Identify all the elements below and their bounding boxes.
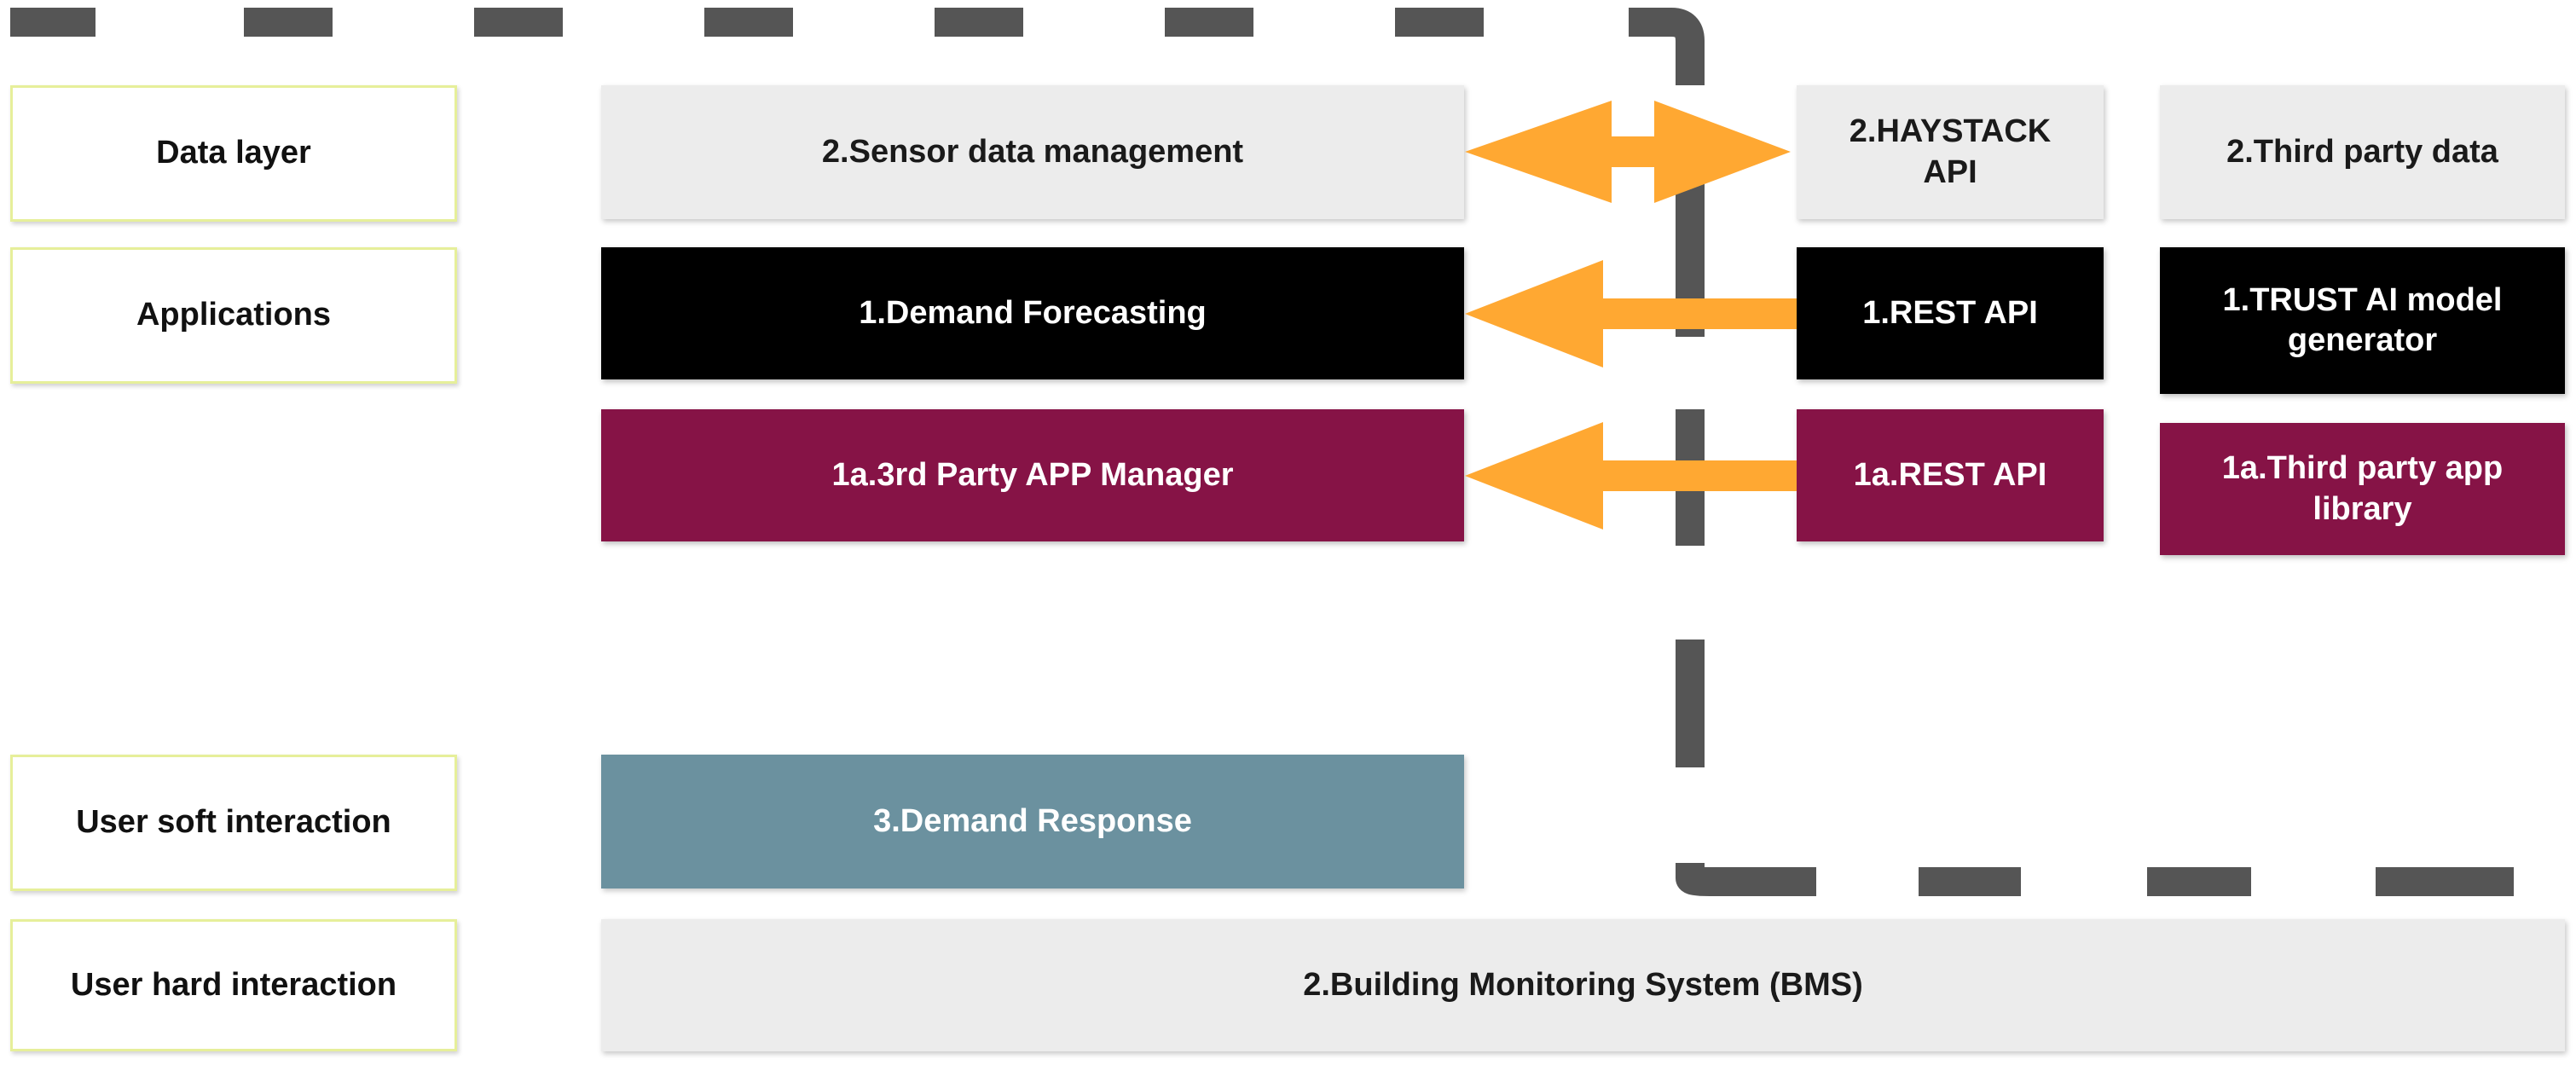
row-label-user-soft-interaction: User soft interaction	[10, 755, 457, 891]
bidirectional-arrow	[1465, 101, 1791, 203]
arrow-rest-api-1a-to-app-manager	[1465, 422, 1797, 530]
third-party-app-manager-box: 1a.3rd Party APP Manager	[601, 409, 1464, 541]
row-label-user-hard-interaction: User hard interaction	[10, 919, 457, 1051]
third-party-app-library-box: 1a.Third party app library	[2160, 423, 2565, 555]
rest-api-1a-box: 1a.REST API	[1797, 409, 2104, 541]
demand-response-box: 3.Demand Response	[601, 755, 1464, 888]
sensor-data-management-box: 2.Sensor data management	[601, 85, 1464, 219]
demand-forecasting-box: 1.Demand Forecasting	[601, 247, 1464, 379]
rest-api-box: 1.REST API	[1797, 247, 2104, 379]
trust-ai-model-generator-box: 1.TRUST AI model generator	[2160, 247, 2565, 394]
row-label-data-layer: Data layer	[10, 85, 457, 222]
bms-box: 2.Building Monitoring System (BMS)	[601, 919, 2565, 1051]
row-label-applications: Applications	[10, 247, 457, 384]
arrow-rest-api-to-demand-forecasting	[1465, 260, 1797, 368]
third-party-data-box: 2.Third party data	[2160, 85, 2565, 219]
haystack-api-box: 2.HAYSTACK API	[1797, 85, 2104, 219]
bottom-dashed-boundary	[1676, 863, 2514, 896]
